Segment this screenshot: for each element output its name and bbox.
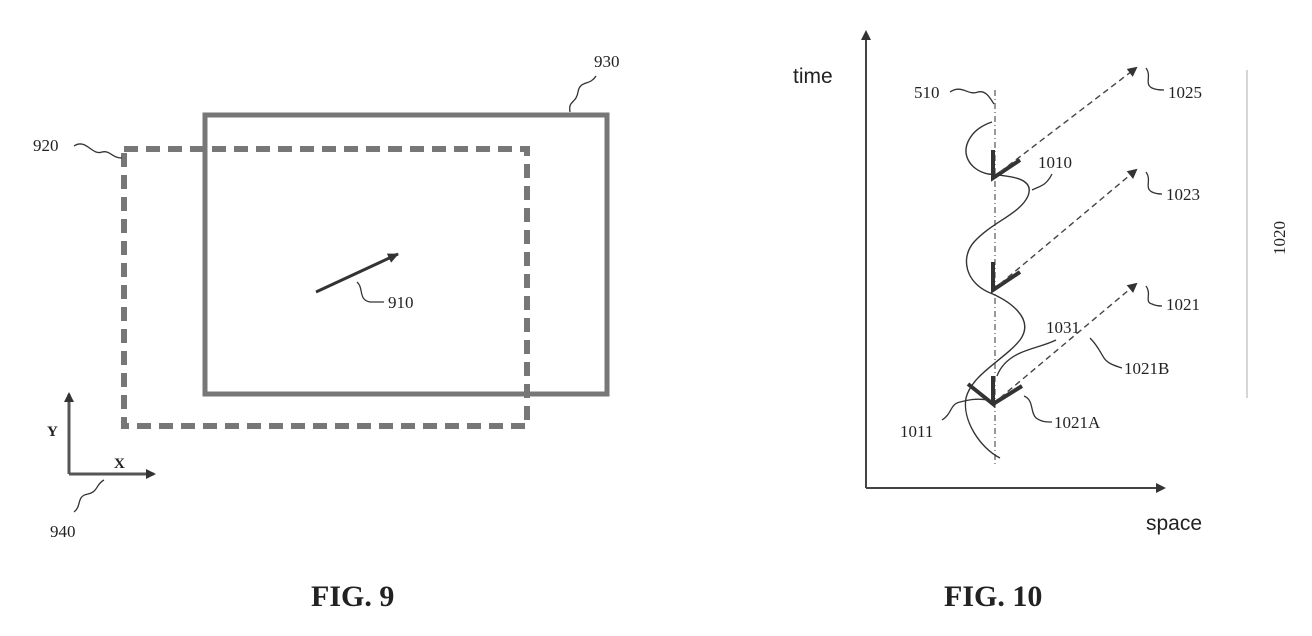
fig-9-caption: FIG. 9 xyxy=(311,580,394,613)
label-1031: 1031 xyxy=(1046,318,1080,337)
leader-1023 xyxy=(1146,172,1162,194)
leader-1010 xyxy=(1032,174,1052,190)
leader-910 xyxy=(357,282,384,302)
space-axis-label: space xyxy=(1146,512,1202,535)
label-910: 910 xyxy=(388,293,414,312)
label-1021A: 1021A xyxy=(1054,413,1101,432)
leader-1021A xyxy=(1024,396,1052,422)
projection-line-1021 xyxy=(1000,284,1136,398)
projection-line-1023 xyxy=(1000,170,1136,284)
label-930: 930 xyxy=(594,52,620,71)
x-axis-label: X xyxy=(114,456,125,472)
label-1010: 1010 xyxy=(1038,153,1072,172)
leader-940 xyxy=(74,480,104,512)
time-axis-label: time xyxy=(793,65,833,88)
label-940: 940 xyxy=(50,522,76,541)
leader-1025 xyxy=(1146,68,1164,90)
figure-9: 910 920 930 Y X 940 FIG. 9 xyxy=(33,52,620,613)
trajectory-wave xyxy=(965,122,1029,458)
y-axis-label: Y xyxy=(47,424,58,440)
label-1023: 1023 xyxy=(1166,185,1200,204)
second-frame-solid-rect xyxy=(205,115,607,394)
label-920: 920 xyxy=(33,136,59,155)
leader-510 xyxy=(950,89,994,104)
label-1021: 1021 xyxy=(1166,295,1200,314)
label-510: 510 xyxy=(914,83,940,102)
leader-920 xyxy=(74,144,122,158)
chevron-middle xyxy=(993,262,1020,290)
motion-vector-arrow xyxy=(316,254,398,292)
label-1021B: 1021B xyxy=(1124,359,1169,378)
leader-1021B xyxy=(1090,338,1122,368)
fig-10-caption: FIG. 10 xyxy=(944,580,1042,613)
leader-930 xyxy=(570,76,596,112)
label-1020: 1020 xyxy=(1270,221,1289,255)
leader-1021 xyxy=(1146,286,1162,306)
chevron-top xyxy=(993,150,1020,178)
label-1011: 1011 xyxy=(900,422,933,441)
label-1025: 1025 xyxy=(1168,83,1202,102)
figure-10: time space 510 1025 1023 1021 1010 xyxy=(793,32,1289,613)
